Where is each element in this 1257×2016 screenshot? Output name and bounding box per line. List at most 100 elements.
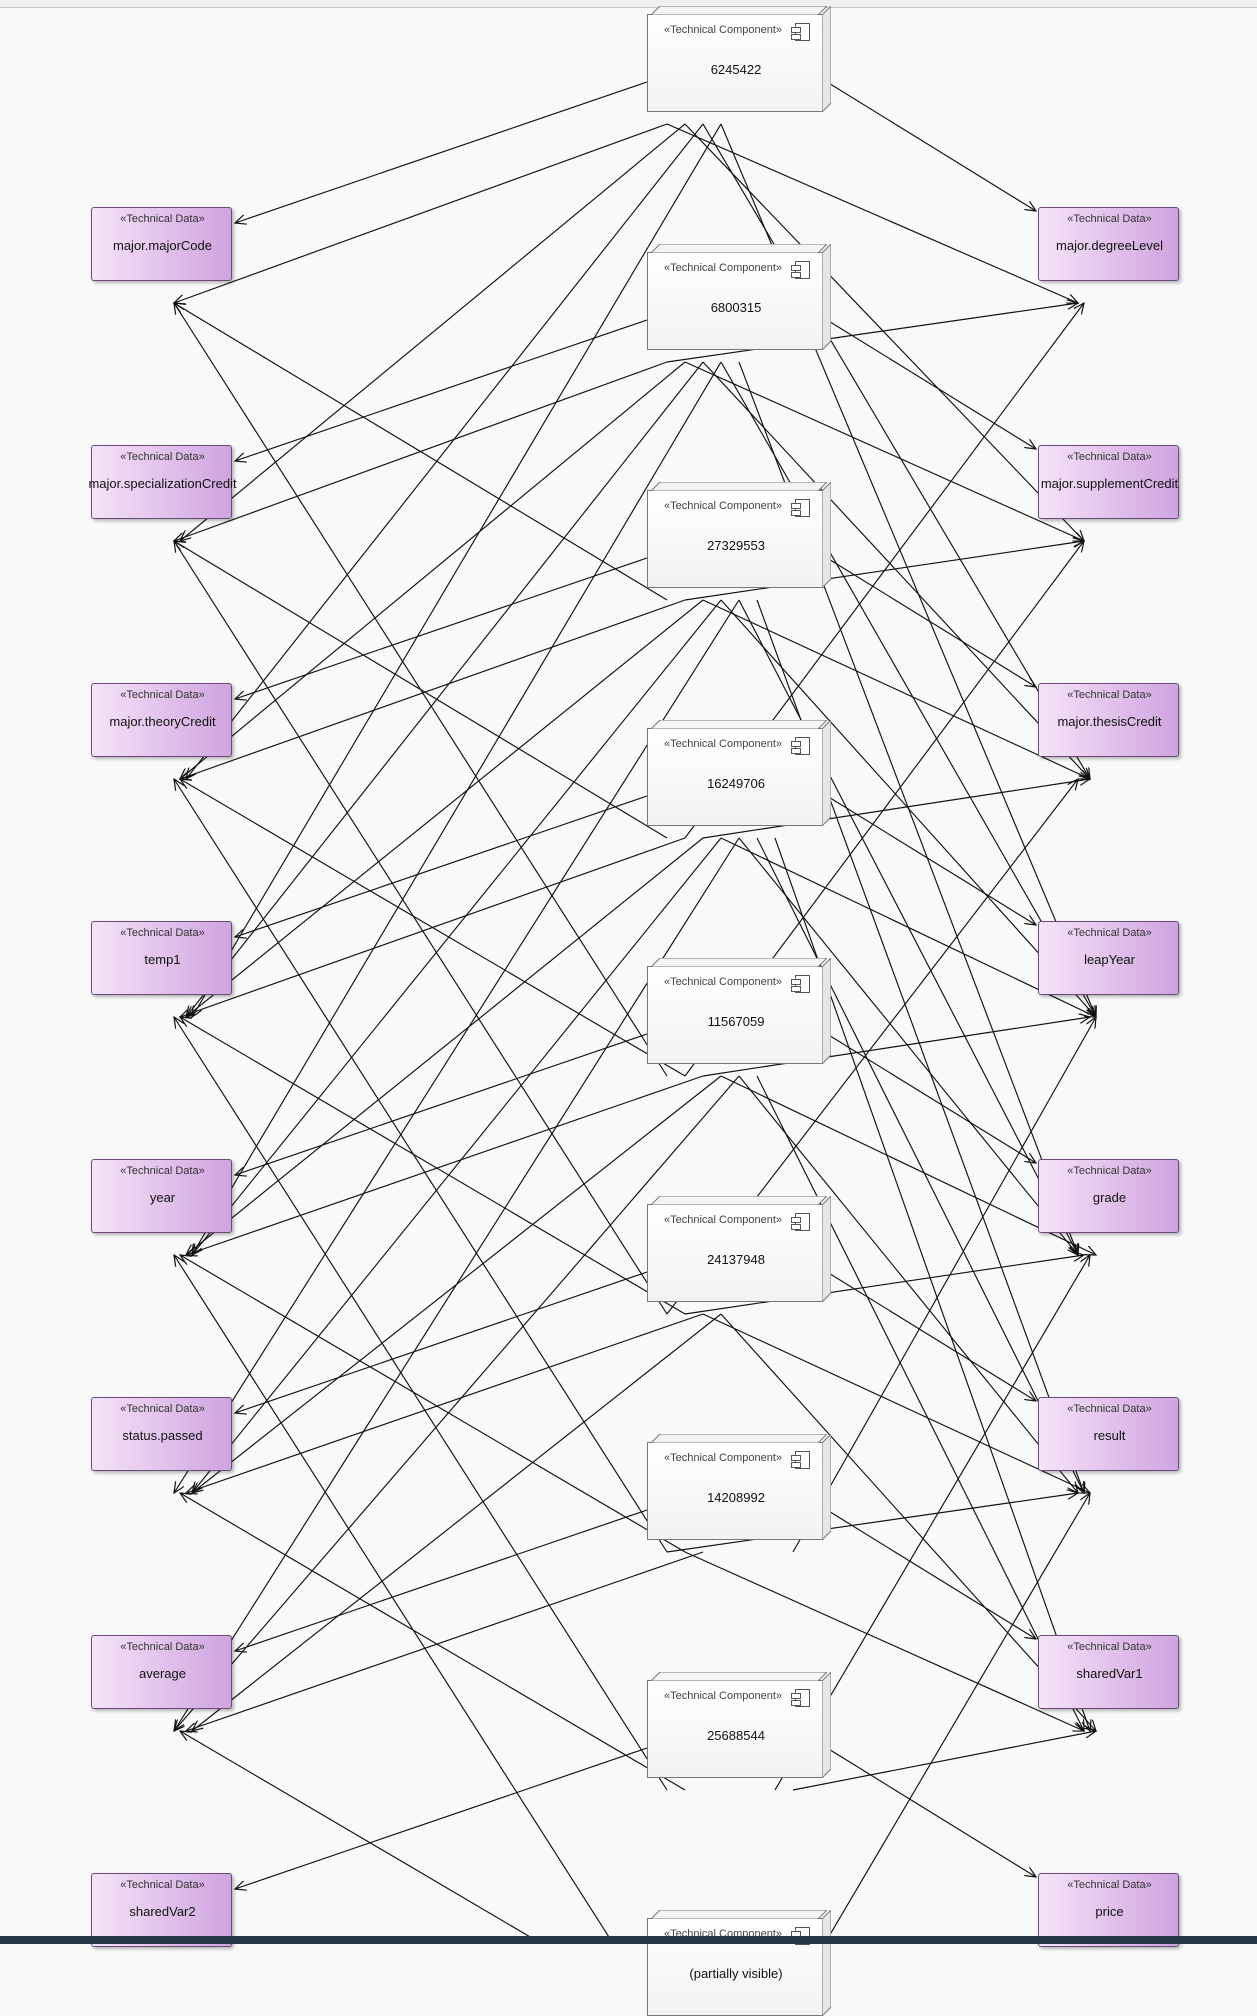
component-side-face <box>822 720 831 826</box>
technical-component[interactable]: «Technical Component»27329553 <box>647 482 831 588</box>
right-technical-data[interactable]: «Technical Data»major.supplementCredit <box>1038 445 1179 519</box>
data-stereotype: «Technical Data» <box>120 1641 205 1653</box>
right-technical-data[interactable]: «Technical Data» major.thesisCredit <box>1038 683 1179 757</box>
dependency-arrow <box>826 1271 1036 1401</box>
dependency-arrow <box>826 1509 1036 1639</box>
dependency-arrow <box>756 837 1084 1493</box>
technical-component[interactable]: «Technical Component»14208992 <box>647 1434 831 1540</box>
technical-component[interactable]: «Technical Component» 6800315 <box>647 244 831 350</box>
component-stereotype: «Technical Component» <box>663 976 783 988</box>
component-id: 16249706 <box>707 776 765 791</box>
data-name-label: sharedVar1 <box>1076 1666 1143 1681</box>
dependency-arrow <box>702 361 1090 779</box>
dependency-arrow <box>180 1255 686 1553</box>
dependency-arrow <box>174 541 668 1315</box>
data-stereotype: «Technical Data» <box>1067 689 1152 701</box>
dependency-arrow <box>186 599 704 1017</box>
dependency-arrow <box>720 1313 1096 1731</box>
data-name-label: major.supplementCredit <box>1040 476 1179 491</box>
technical-component[interactable]: «Technical Component» 16249706 <box>647 720 831 826</box>
component-stereotype: «Technical Component» <box>663 738 783 750</box>
component-id: 6800315 <box>710 300 762 315</box>
dependency-arrow <box>186 837 704 1255</box>
right-technical-data[interactable]: «Technical Data»grade <box>1038 1159 1179 1233</box>
dependency-arrow <box>180 1731 544 1944</box>
dependency-arrow <box>738 1075 1078 1493</box>
component-stereotype: «Technical Component» <box>663 1690 783 1702</box>
component-stereotype: «Technical Component» <box>663 500 783 512</box>
dependency-arrow <box>684 1551 1084 1731</box>
data-stereotype: «Technical Data» <box>1067 1879 1152 1891</box>
component-side-face <box>822 1672 831 1778</box>
left-technical-data[interactable]: «Technical Data»year <box>91 1159 232 1233</box>
component-top-face <box>651 244 827 253</box>
dependency-arrow <box>180 779 686 1077</box>
left-technical-data[interactable]: «Technical Data»major.majorCode <box>91 207 232 281</box>
component-top-face <box>651 6 827 15</box>
dependency-arrow <box>720 361 1096 1017</box>
data-name-label: grade <box>1092 1190 1127 1205</box>
dependency-arrow <box>174 1017 668 1791</box>
data-name-label: leapYear <box>1084 952 1135 967</box>
component-icon <box>791 23 810 41</box>
component-id: (partially visible) <box>689 1966 783 1981</box>
data-name-label: major.specializationCredit <box>88 476 237 491</box>
data-stereotype: «Technical Data» <box>1067 213 1152 225</box>
dependency-arrow <box>192 361 722 1255</box>
dependency-arrow <box>684 361 1084 541</box>
right-technical-data[interactable]: «Technical Data»major.degreeLevel <box>1038 207 1179 281</box>
right-technical-data[interactable]: «Technical Data»leapYear <box>1038 921 1179 995</box>
component-icon <box>791 499 810 517</box>
left-technical-data[interactable]: «Technical Data»major.theoryCredit <box>91 683 232 757</box>
component-icon <box>791 737 810 755</box>
right-technical-data[interactable]: «Technical Data» sharedVar1 <box>1038 1635 1179 1709</box>
data-name-label: price <box>1095 1904 1124 1919</box>
dependency-arrow <box>192 1075 722 1493</box>
component-stereotype: «Technical Component» <box>663 24 783 36</box>
dependency-arrow <box>666 1493 1078 1553</box>
component-side-face <box>822 244 831 350</box>
component-top-face <box>651 482 827 491</box>
technical-component[interactable]: «Technical Component»(partially visible) <box>647 1910 831 2016</box>
dependency-arrow <box>826 795 1036 925</box>
dependency-arrow <box>792 1731 1096 1791</box>
component-id: 24137948 <box>707 1252 765 1267</box>
data-name-label: major.thesisCredit <box>1057 714 1162 729</box>
component-icon <box>791 1689 810 1707</box>
right-technical-data[interactable]: «Technical Data» price <box>1038 1873 1179 1947</box>
connector-layer <box>0 81 1257 1944</box>
left-technical-data[interactable]: «Technical Data» major.specializationCred… <box>88 445 237 519</box>
component-stereotype: «Technical Component» <box>663 262 783 274</box>
data-stereotype: «Technical Data» <box>120 451 205 463</box>
technical-component[interactable]: «Technical Component» 25688544 <box>647 1672 831 1778</box>
component-top-face <box>651 1196 827 1205</box>
dependency-arrow <box>826 1033 1036 1163</box>
data-name-label: year <box>149 1190 176 1205</box>
dependency-arrow <box>235 795 648 937</box>
technical-component[interactable]: «Technical Component»6245422 <box>647 6 831 112</box>
left-technical-data[interactable]: «Technical Data»average <box>91 1635 232 1709</box>
data-stereotype: «Technical Data» <box>120 689 205 701</box>
component-top-face <box>651 958 827 967</box>
data-name-label: temp1 <box>144 952 181 967</box>
dependency-arrow <box>235 319 648 461</box>
data-stereotype: «Technical Data» <box>1067 1403 1152 1415</box>
right-technical-data[interactable]: «Technical Data»result <box>1038 1397 1179 1471</box>
component-icon <box>791 1213 810 1231</box>
data-stereotype: «Technical Data» <box>120 927 205 939</box>
left-technical-data[interactable]: «Technical Data»sharedVar2 <box>91 1873 232 1947</box>
dependency-arrow <box>720 599 1096 1017</box>
dependency-arrow <box>826 1747 1036 1877</box>
technical-component[interactable]: «Technical Component»24137948 <box>647 1196 831 1302</box>
component-side-face <box>822 1434 831 1540</box>
component-top-face <box>651 720 827 729</box>
dependency-arrow <box>666 303 1078 363</box>
component-id: 25688544 <box>707 1728 765 1743</box>
data-stereotype: «Technical Data» <box>1067 1641 1152 1653</box>
data-name-label: status.passed <box>122 1428 203 1443</box>
left-technical-data[interactable]: «Technical Data»status.passed <box>91 1397 232 1471</box>
dependency-arrow <box>235 1509 648 1651</box>
left-technical-data[interactable]: «Technical Data» temp1 <box>91 921 232 995</box>
technical-component[interactable]: «Technical Component»11567059 <box>647 958 831 1064</box>
